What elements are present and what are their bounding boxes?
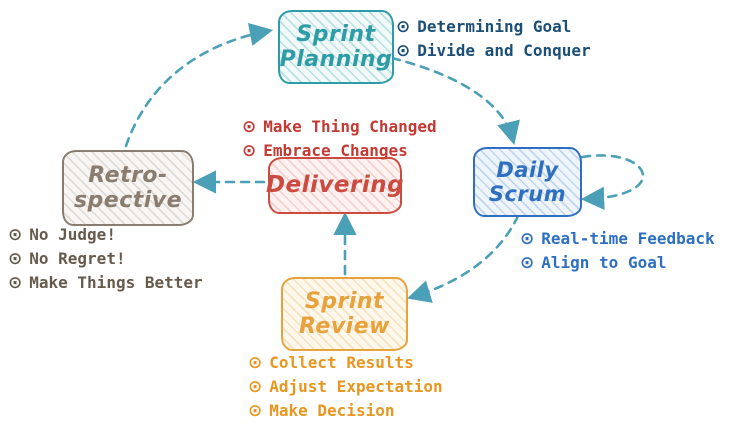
note-text: Make Things Better — [29, 273, 203, 292]
note-line: ⊙ Embrace Changes — [242, 141, 437, 160]
note-line: ⊙ Make Thing Changed — [242, 117, 437, 136]
bullet-icon: ⊙ — [8, 225, 23, 245]
note-text: Real-time Feedback — [541, 229, 715, 248]
bullet-icon: ⊙ — [396, 41, 411, 61]
node-daily-scrum-label: Daily Scrum — [488, 157, 567, 206]
node-delivering: Delivering — [265, 157, 405, 214]
bullet-icon: ⊙ — [520, 229, 535, 249]
note-text: No Regret! — [29, 249, 126, 268]
notes-retrospective: ⊙ No Judge! ⊙ No Regret! ⊙ Make Things B… — [8, 220, 203, 297]
note-line: ⊙ Divide and Conquer — [396, 41, 591, 60]
note-line: ⊙ Real-time Feedback — [520, 229, 715, 248]
bullet-icon: ⊙ — [248, 401, 263, 421]
note-text: Make Thing Changed — [263, 117, 437, 136]
note-line: ⊙ Align to Goal — [520, 253, 715, 272]
bullet-icon: ⊙ — [8, 273, 23, 293]
bullet-icon: ⊙ — [520, 253, 535, 273]
notes-sprint-planning: ⊙ Determining Goal ⊙ Divide and Conquer — [396, 12, 591, 65]
notes-sprint-review: ⊙ Collect Results ⊙ Adjust Expectation ⊙… — [248, 348, 443, 425]
note-text: Divide and Conquer — [417, 41, 591, 60]
node-sprint-review-label: Sprint Review — [299, 288, 390, 339]
note-text: No Judge! — [29, 225, 116, 244]
note-line: ⊙ Adjust Expectation — [248, 377, 443, 396]
note-line: ⊙ Make Decision — [248, 401, 443, 420]
bullet-icon: ⊙ — [248, 377, 263, 397]
bullet-icon: ⊙ — [242, 117, 257, 137]
note-text: Collect Results — [269, 353, 414, 372]
node-retrospective-label: Retro- spective — [73, 162, 183, 213]
bullet-icon: ⊙ — [396, 17, 411, 37]
node-sprint-review: Sprint Review — [281, 277, 408, 351]
node-sprint-planning-label: Sprint Planning — [279, 21, 393, 72]
note-line: ⊙ No Judge! — [8, 225, 203, 244]
node-daily-scrum: Daily Scrum — [473, 147, 582, 217]
bullet-icon: ⊙ — [242, 141, 257, 161]
node-sprint-planning: Sprint Planning — [278, 10, 394, 84]
note-line: ⊙ Collect Results — [248, 353, 443, 372]
note-text: Determining Goal — [417, 17, 572, 36]
bullet-icon: ⊙ — [8, 249, 23, 269]
note-text: Adjust Expectation — [269, 377, 443, 396]
bullet-icon: ⊙ — [248, 353, 263, 373]
node-delivering-label: Delivering — [265, 172, 405, 199]
note-line: ⊙ Determining Goal — [396, 17, 591, 36]
note-line: ⊙ No Regret! — [8, 249, 203, 268]
note-line: ⊙ Make Things Better — [8, 273, 203, 292]
arrow-daily-to-review — [407, 214, 520, 303]
note-text: Align to Goal — [541, 253, 667, 272]
note-text: Embrace Changes — [263, 141, 408, 160]
notes-daily-scrum: ⊙ Real-time Feedback ⊙ Align to Goal — [520, 224, 715, 277]
note-text: Make Decision — [269, 401, 395, 420]
notes-delivering: ⊙ Make Thing Changed ⊙ Embrace Changes — [242, 112, 437, 165]
node-retrospective: Retro- spective — [62, 150, 194, 226]
arrow-daily-self-loop — [580, 154, 645, 211]
